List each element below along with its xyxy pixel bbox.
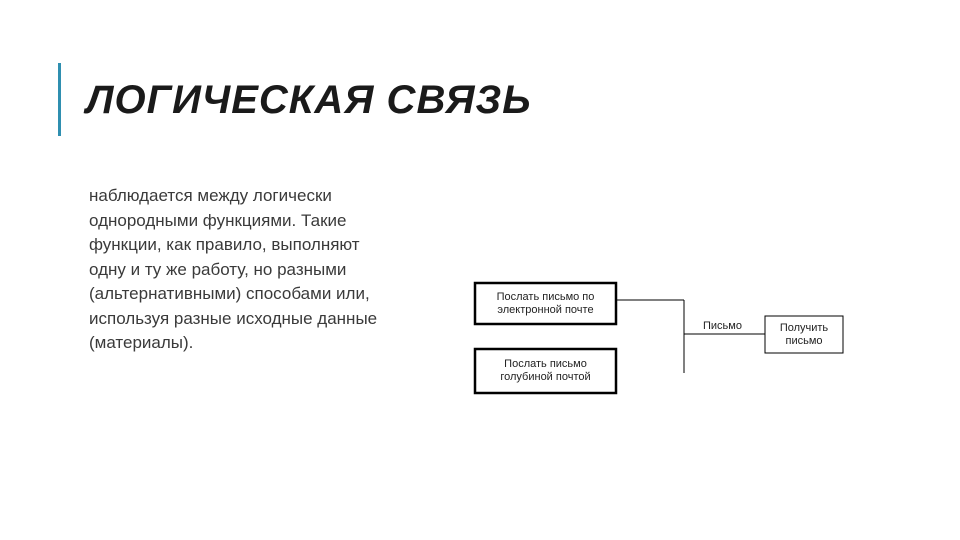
edge-label-letter: Письмо bbox=[703, 320, 742, 332]
node-receive-box bbox=[764, 315, 844, 354]
slide-title: ЛОГИЧЕСКАЯ СВЯЗЬ bbox=[86, 78, 532, 122]
node-pigeon-box bbox=[473, 347, 618, 395]
node-receive-label: Получить письмо bbox=[779, 321, 829, 347]
node-pigeon-label: Послать письмо голубиной почтой bbox=[500, 358, 591, 383]
slide-body-text: наблюдается между логически однородными … bbox=[89, 186, 378, 352]
node-email-box bbox=[473, 281, 618, 326]
node-email-label: Послать письмо по электронной почте bbox=[496, 290, 595, 316]
title-accent-bar bbox=[58, 63, 61, 136]
